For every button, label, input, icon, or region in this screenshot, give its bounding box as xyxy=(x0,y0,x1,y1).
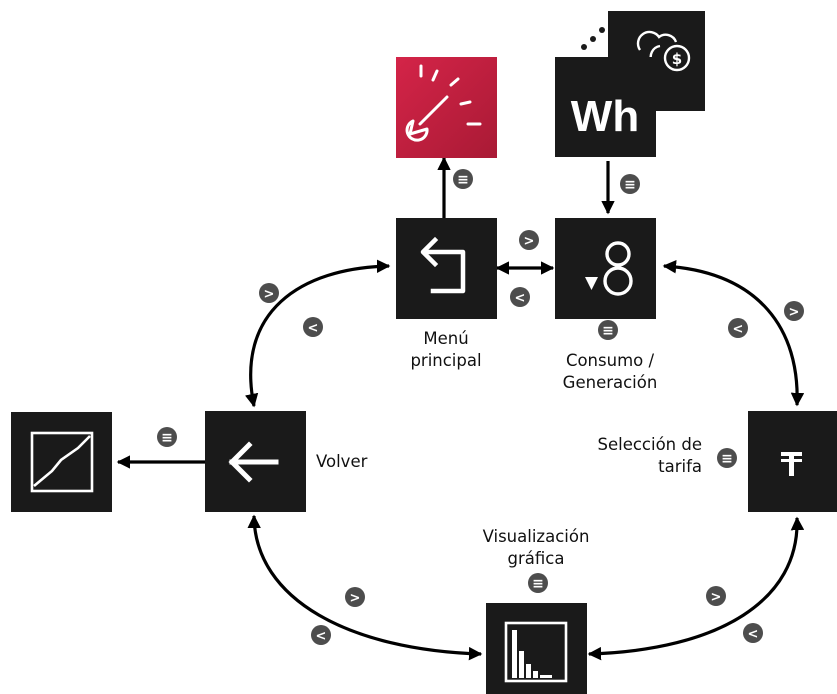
wh-icon: Wh xyxy=(571,92,639,141)
svg-text:>: > xyxy=(350,591,361,606)
prev-badge[interactable]: < xyxy=(303,317,323,337)
next-badge[interactable]: > xyxy=(345,587,365,607)
currency-symbol: $ xyxy=(672,50,682,68)
menu-badge[interactable]: ≡ xyxy=(453,169,473,189)
svg-text:<: < xyxy=(316,629,327,644)
connectors xyxy=(116,156,805,661)
gauge-tile[interactable] xyxy=(396,57,497,158)
svg-text:≡: ≡ xyxy=(602,323,614,339)
svg-text:>: > xyxy=(711,590,722,605)
next-badge[interactable]: > xyxy=(519,230,539,250)
prev-badge[interactable]: < xyxy=(311,625,331,645)
svg-text:≡: ≡ xyxy=(532,576,544,592)
menu-badges: ≡ ≡ ≡ ≡ ≡ ≡ xyxy=(157,169,737,593)
arc-menu-volver xyxy=(245,259,391,408)
arc-volver-visualizacion xyxy=(247,514,483,661)
svg-text:≡: ≡ xyxy=(457,172,469,188)
volver-tile[interactable] xyxy=(205,411,306,512)
svg-text:>: > xyxy=(264,287,275,302)
energy-cost-tiles[interactable]: $ Wh xyxy=(555,11,705,157)
menu-badge[interactable]: ≡ xyxy=(620,174,640,194)
return-icon xyxy=(420,236,466,294)
arrow-left-icon xyxy=(228,441,279,483)
prev-badge[interactable]: < xyxy=(510,287,530,307)
next-badge[interactable]: > xyxy=(706,586,726,606)
prev-badges: < < < < < xyxy=(303,287,763,645)
svg-text:<: < xyxy=(748,627,759,642)
next-badges: > > > > > xyxy=(259,230,804,607)
consumo-generacion-tile[interactable] xyxy=(555,218,656,319)
menu-badge[interactable]: ≡ xyxy=(598,320,618,340)
volver-label: Volver xyxy=(316,452,368,471)
menu-principal-label: Menú principal xyxy=(410,329,482,370)
svg-text:>: > xyxy=(789,305,800,320)
svg-text:<: < xyxy=(515,291,526,306)
next-badge[interactable]: > xyxy=(784,301,804,321)
svg-text:<: < xyxy=(308,321,319,336)
line-chart-icon xyxy=(30,431,94,493)
svg-text:<: < xyxy=(733,322,744,337)
svg-text:≡: ≡ xyxy=(624,177,636,193)
consumo-generacion-label: Consumo / Generación xyxy=(562,351,658,392)
svg-text:>: > xyxy=(524,234,535,249)
bar-chart-icon xyxy=(504,621,568,683)
dots-icon xyxy=(581,27,605,50)
coins-dollar-icon: $ xyxy=(636,30,691,72)
arc-tarifa-visualizacion xyxy=(587,516,805,661)
consumption-generation-icon xyxy=(585,241,633,296)
svg-text:≡: ≡ xyxy=(721,451,733,467)
arc-consumo-tarifa xyxy=(662,260,805,407)
gauge-icon xyxy=(405,64,482,142)
tariff-icon xyxy=(781,452,802,476)
prev-badge[interactable]: < xyxy=(728,318,748,338)
visualizacion-grafica-label: Visualización gráfica xyxy=(482,527,590,568)
next-badge[interactable]: > xyxy=(259,283,279,303)
menu-badge[interactable]: ≡ xyxy=(528,573,548,593)
line-chart-tile[interactable] xyxy=(11,412,112,512)
menu-principal-tile[interactable] xyxy=(396,218,497,319)
menu-badge[interactable]: ≡ xyxy=(717,448,737,468)
seleccion-tarifa-tile[interactable] xyxy=(748,411,837,512)
svg-text:≡: ≡ xyxy=(161,430,173,446)
seleccion-tarifa-label: Selección de tarifa xyxy=(597,435,702,476)
prev-badge[interactable]: < xyxy=(743,623,763,643)
menu-badge[interactable]: ≡ xyxy=(157,427,177,447)
visualizacion-grafica-tile[interactable] xyxy=(486,603,587,694)
energy-tile xyxy=(555,57,656,157)
